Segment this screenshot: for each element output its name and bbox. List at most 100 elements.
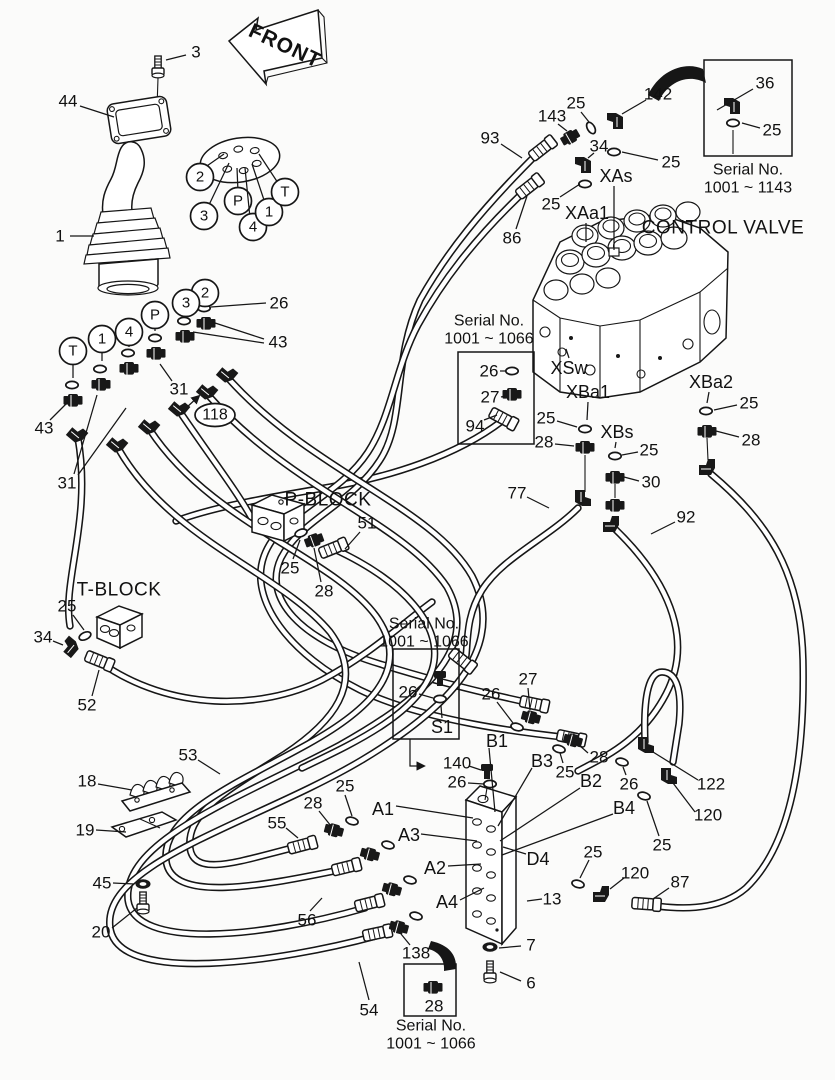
callout-text: T <box>68 343 77 360</box>
callout-text: 25 <box>537 409 556 428</box>
callout-2: 2 <box>185 153 225 192</box>
callout-25: 25 <box>567 94 590 123</box>
callout-text: B1 <box>486 731 508 751</box>
clamp-18-drawing <box>120 771 192 812</box>
callout-4: 4 <box>114 317 144 347</box>
callout-text: XSw <box>550 358 588 378</box>
hose <box>66 435 84 629</box>
callout-text: A1 <box>372 799 394 819</box>
callout-B1: B1 <box>486 731 508 813</box>
callout-text: 92 <box>677 508 696 527</box>
p-block-drawing <box>249 494 307 543</box>
callout-text: 120 <box>694 806 722 825</box>
callout-text: 25 <box>336 777 355 796</box>
callout-text: 31 <box>58 474 77 493</box>
callout-text: 140 <box>443 754 471 773</box>
callout-26: 26 <box>210 294 289 313</box>
callout-text: 18 <box>78 772 97 791</box>
callout-B3: B3 <box>497 751 553 827</box>
callout-A4: A4 <box>436 887 485 912</box>
callout-143: 143 <box>538 107 568 132</box>
callout-B4: B4 <box>501 798 635 856</box>
callout-1: 1 <box>87 324 117 361</box>
callout-text: 28 <box>535 433 554 452</box>
swoosh-arrow-bottom <box>428 941 457 971</box>
bolt-6 <box>483 960 497 984</box>
callout-text: P-BLOCK <box>285 490 372 511</box>
callout-text: 25 <box>653 836 672 855</box>
callout-26: 26 <box>480 362 506 381</box>
callout-A2: A2 <box>424 858 482 878</box>
callout-text: A4 <box>436 892 458 912</box>
manifold-block-drawing <box>464 785 518 946</box>
callout-28: 28 <box>425 997 444 1016</box>
joystick-bellows <box>83 207 171 265</box>
callout-28: 28 <box>304 794 332 827</box>
callout-text: 28 <box>742 431 761 450</box>
callout-52: 52 <box>78 669 100 715</box>
callout-P: P <box>223 167 253 216</box>
callout-T: T <box>58 336 88 378</box>
fittings <box>58 97 741 995</box>
callout-text: XBa2 <box>689 372 733 392</box>
hose <box>115 445 348 867</box>
callout-text: 3 <box>191 43 200 62</box>
hose <box>299 545 437 771</box>
callout-text: 25 <box>662 153 681 172</box>
callout-text: 94 <box>466 417 485 436</box>
callout-51: 51 <box>344 514 377 550</box>
callout-B2: B2 <box>499 771 602 842</box>
callout-43: 43 <box>192 321 287 352</box>
callout-XBs: XBs <box>600 422 634 449</box>
callout-text: 26 <box>399 683 418 702</box>
swoosh-arrow-top <box>648 66 706 101</box>
callout-3: 3 <box>171 288 201 318</box>
hose <box>125 392 460 937</box>
callout-text: 26 <box>270 294 289 313</box>
callout-44: 44 <box>59 92 115 118</box>
callout-27: 27 <box>481 388 506 407</box>
nut-7 <box>482 942 498 952</box>
callout-text: 1 <box>265 204 273 221</box>
callout-text: 7 <box>526 936 535 955</box>
callout-28: 28 <box>578 744 608 767</box>
callout-text: 25 <box>740 394 759 413</box>
callout-3: 3 <box>165 43 201 62</box>
callout-text: 27 <box>481 388 500 407</box>
front-arrow: FRONT <box>227 8 328 87</box>
callout-text: XBa1 <box>566 382 610 402</box>
callout-T-BLOCK: T-BLOCK <box>77 580 161 601</box>
callout-18: 18 <box>78 772 133 791</box>
callout-118: 118 <box>194 402 236 428</box>
callout-36: 36 <box>716 74 775 111</box>
callout-122: 122 <box>652 751 725 794</box>
serial-range: 1001 ~ 1143 <box>704 180 792 197</box>
serial-range: 1001 ~ 1066 <box>386 1036 476 1053</box>
callout-text: 19 <box>76 821 95 840</box>
callout-XBa2: XBa2 <box>689 372 733 404</box>
callout-text: P <box>233 193 243 210</box>
callout-text: 25 <box>584 843 603 862</box>
serial-box-pointer-arrow <box>409 739 426 771</box>
hose <box>107 375 486 966</box>
serial-title: Serial No. <box>713 162 783 179</box>
callout-1: 1 <box>251 163 284 227</box>
callout-120: 120 <box>609 864 649 890</box>
nut-45 <box>135 879 151 889</box>
callout-text: XBs <box>600 422 633 442</box>
callout-XAs: XAs <box>599 166 633 250</box>
callout-86: 86 <box>503 195 528 248</box>
hose-bundle <box>64 144 807 968</box>
callout-text: 2 <box>201 285 209 302</box>
callout-text: 31 <box>170 380 189 399</box>
hose <box>177 409 254 520</box>
callout-text: 43 <box>35 419 54 438</box>
callout-text: 51 <box>358 514 377 533</box>
callout-28: 28 <box>313 547 333 601</box>
callout-26: 26 <box>620 766 638 794</box>
callout-text: P <box>150 307 160 324</box>
callout-text: 36 <box>756 74 775 93</box>
callout-text: 27 <box>519 670 538 689</box>
